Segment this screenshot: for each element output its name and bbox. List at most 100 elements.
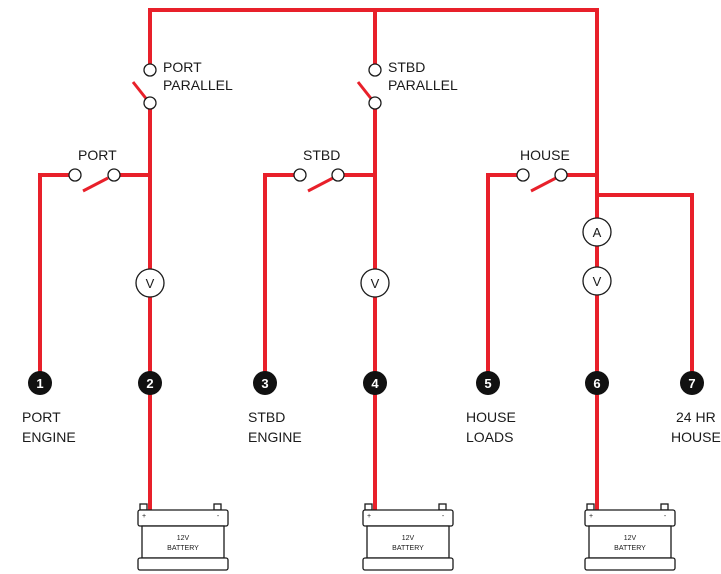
switch-contact [331,168,345,182]
battery-minus: - [442,513,445,520]
terminal-7-label-line2: HOUSE [671,429,721,445]
terminal-marker [28,371,52,395]
battery-terminal [213,503,222,511]
port-voltmeter: V [135,268,165,298]
terminal-marker [476,371,500,395]
battery-plus: + [367,513,371,520]
terminal-3-label-line2: ENGINE [248,429,302,445]
house-loads-wire [486,173,525,385]
port-parallel-label-line2: PARALLEL [163,77,233,93]
battery-text: BATTERY [614,545,646,552]
house-voltmeter: V [582,266,612,296]
battery-body [588,525,672,559]
battery-plus: + [142,513,146,520]
terminal-5: 5 [476,371,500,395]
house-ammeter: A [582,217,612,247]
battery-text: BATTERY [167,545,199,552]
terminal-marker [138,371,162,395]
house-battery: + - 12V BATTERY [584,503,676,571]
stbd-parallel-label-line1: STBD [388,59,425,75]
battery-terminal [586,503,595,511]
terminal-6: 6 [585,371,609,395]
terminal-4: 4 [363,371,387,395]
battery-body [141,525,225,559]
terminal-1-label-line2: ENGINE [22,429,76,445]
switch-blade [131,81,150,102]
stbd-parallel-switch: STBD PARALLEL [356,59,458,110]
switch-contact [107,168,121,182]
terminal-5-label-line1: HOUSE [466,409,516,425]
house-switch-label: HOUSE [520,147,570,163]
battery-top [362,509,454,527]
terminal-marker [585,371,609,395]
battery-voltage: 12V [177,535,190,542]
switch-contact [68,168,82,182]
terminal-1: 1 [28,371,52,395]
ammeter-symbol: A [593,225,602,240]
switch-blade [82,176,109,193]
terminal-marker [363,371,387,395]
port-switch-label: PORT [78,147,117,163]
battery-body [366,525,450,559]
ammeter-icon [582,217,612,247]
battery-voltage: 12V [402,535,415,542]
terminal-number: 5 [484,376,491,391]
switch-contact [293,168,307,182]
switch-blade [307,176,334,193]
port-parallel-switch: PORT PARALLEL [131,59,233,110]
voltmeter-icon [135,268,165,298]
voltmeter-icon [582,266,612,296]
voltmeter-symbol: V [146,276,155,291]
battery-minus: - [217,513,220,520]
terminal-number: 2 [146,376,153,391]
terminal-number: 1 [36,376,43,391]
battery-terminal [660,503,669,511]
switch-contact [143,63,157,77]
house-24hr-wire [595,193,694,385]
terminal-2: 2 [138,371,162,395]
port-battery: + - 12V BATTERY [137,503,229,571]
port-switch: PORT [68,147,121,193]
stbd-voltmeter: V [360,268,390,298]
terminal-1-label-line1: PORT [22,409,61,425]
terminal-number: 7 [688,376,695,391]
battery-base [137,557,229,571]
switch-blade [356,81,375,102]
battery-base [584,557,676,571]
terminal-marker [680,371,704,395]
switch-contact [516,168,530,182]
battery-terminal [139,503,148,511]
stbd-engine-wire [263,173,302,385]
battery-terminal [364,503,373,511]
stbd-battery: + - 12V BATTERY [362,503,454,571]
terminal-3: 3 [253,371,277,395]
wires [38,8,694,510]
port-engine-wire [38,173,77,385]
stbd-switch-label: STBD [303,147,340,163]
switch-contact [554,168,568,182]
terminal-3-label-line1: STBD [248,409,285,425]
voltmeter-symbol: V [593,274,602,289]
stbd-switch: STBD [293,147,345,193]
battery-top [584,509,676,527]
battery-top [137,509,229,527]
voltmeter-icon [360,268,390,298]
switch-contact [143,96,157,110]
battery-terminal [438,503,447,511]
terminal-marker [253,371,277,395]
port-parallel-label-line1: PORT [163,59,202,75]
battery-minus: - [664,513,667,520]
battery-voltage: 12V [624,535,637,542]
terminal-7: 7 [680,371,704,395]
switch-contact [368,96,382,110]
battery-text: BATTERY [392,545,424,552]
battery-base [362,557,454,571]
switch-contact [368,63,382,77]
terminal-number: 6 [593,376,600,391]
terminal-number: 3 [261,376,268,391]
house-switch: HOUSE [516,147,570,193]
stbd-parallel-label-line2: PARALLEL [388,77,458,93]
terminal-5-label-line2: LOADS [466,429,513,445]
voltmeter-symbol: V [371,276,380,291]
